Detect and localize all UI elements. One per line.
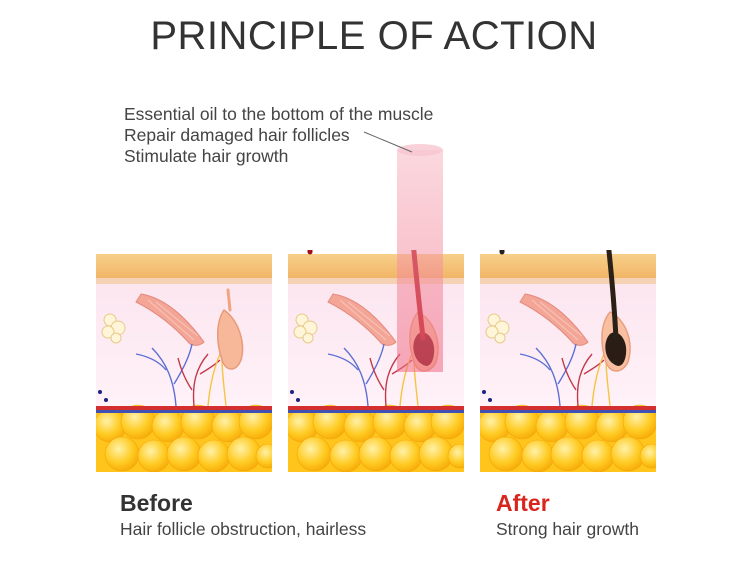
- after-heading: After: [496, 489, 639, 517]
- before-heading: Before: [120, 489, 366, 517]
- annotation-line-1: Essential oil to the bottom of the muscl…: [124, 104, 433, 125]
- skin-illustration-before: [96, 250, 272, 472]
- page-title: PRINCIPLE OF ACTION: [0, 14, 748, 59]
- long-dark-hair-icon: [492, 250, 502, 252]
- after-caption: After Strong hair growth: [496, 489, 639, 541]
- annotation-line-3: Stimulate hair growth: [124, 146, 433, 167]
- skin-block-before: [96, 250, 272, 472]
- before-description: Hair follicle obstruction, hairless: [120, 517, 366, 541]
- before-caption: Before Hair follicle obstruction, hairle…: [120, 489, 366, 541]
- skin-illustration-treatment: [288, 250, 464, 472]
- annotation-text: Essential oil to the bottom of the muscl…: [124, 104, 433, 167]
- after-description: Strong hair growth: [496, 517, 639, 541]
- annotation-line-2: Repair damaged hair follicles: [124, 125, 433, 146]
- skin-block-after: [480, 250, 656, 472]
- skin-block-treatment: [288, 250, 464, 472]
- short-red-hair-icon: [302, 250, 310, 252]
- skin-illustration-after: [480, 250, 656, 472]
